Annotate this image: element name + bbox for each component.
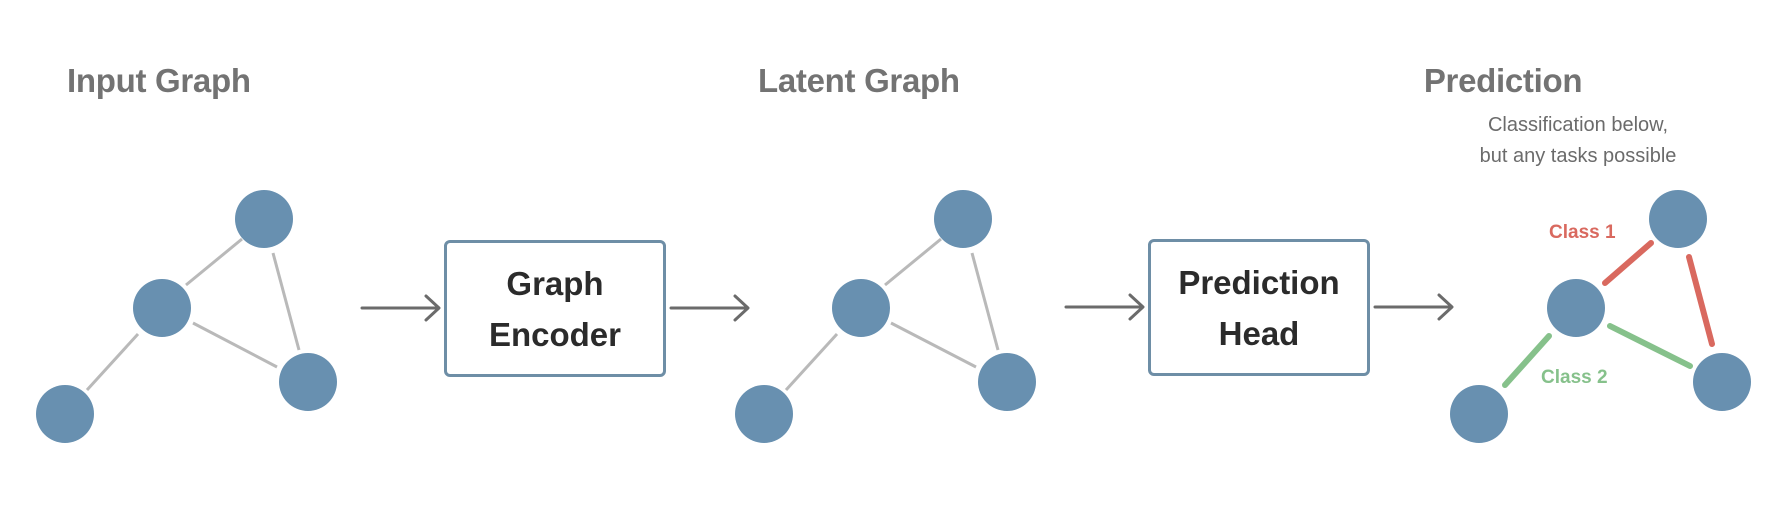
class1-edge bbox=[1602, 240, 1654, 286]
latent-node bbox=[832, 279, 890, 337]
right-arrow-icon bbox=[1373, 293, 1454, 321]
input-node bbox=[133, 279, 191, 337]
latent-edge bbox=[890, 321, 977, 369]
class2-edge bbox=[1502, 333, 1552, 388]
input-edge bbox=[192, 321, 278, 369]
graph-encoder-label-line-2: Encoder bbox=[488, 315, 622, 353]
prediction-graph: Class 1 Class 2 bbox=[1450, 190, 1751, 443]
input-node bbox=[235, 190, 293, 248]
prediction-node bbox=[1649, 190, 1707, 248]
input-edge bbox=[185, 237, 243, 287]
latent-edge bbox=[970, 252, 1000, 351]
latent-graph-title: Latent Graph bbox=[758, 62, 960, 99]
prediction-node bbox=[1693, 353, 1751, 411]
right-arrow-icon bbox=[360, 294, 441, 322]
latent-edge bbox=[784, 332, 839, 392]
prediction-node bbox=[1450, 385, 1508, 443]
right-arrow-icon bbox=[1064, 293, 1145, 321]
input-graph-title: Input Graph bbox=[67, 62, 251, 99]
latent-node bbox=[934, 190, 992, 248]
class1-edge bbox=[1686, 254, 1715, 347]
prediction-node bbox=[1547, 279, 1605, 337]
graph-encoder-label-line-1: Graph bbox=[506, 264, 604, 302]
latent-edge bbox=[884, 237, 942, 287]
prediction-subtitle-line-2: but any tasks possible bbox=[1479, 145, 1677, 167]
input-edge bbox=[85, 332, 140, 392]
prediction-subtitle-line-1: Classification below, bbox=[1487, 114, 1669, 136]
input-edge bbox=[271, 252, 301, 351]
input-node bbox=[279, 353, 337, 411]
prediction-head-label-line-1: Prediction bbox=[1178, 263, 1340, 301]
latent-node bbox=[978, 353, 1036, 411]
class1-label: Class 1 bbox=[1549, 222, 1616, 243]
latent-graph bbox=[735, 190, 1036, 443]
latent-node bbox=[735, 385, 793, 443]
class2-edge bbox=[1607, 323, 1693, 369]
input-graph bbox=[36, 190, 337, 443]
graph-encoder-block: Graph Encoder bbox=[444, 240, 666, 377]
prediction-title: Prediction bbox=[1423, 62, 1583, 99]
input-node bbox=[36, 385, 94, 443]
prediction-head-block: Prediction Head bbox=[1148, 239, 1370, 376]
prediction-head-label-line-2: Head bbox=[1218, 314, 1300, 352]
right-arrow-icon bbox=[669, 294, 750, 322]
class2-label: Class 2 bbox=[1541, 367, 1608, 388]
